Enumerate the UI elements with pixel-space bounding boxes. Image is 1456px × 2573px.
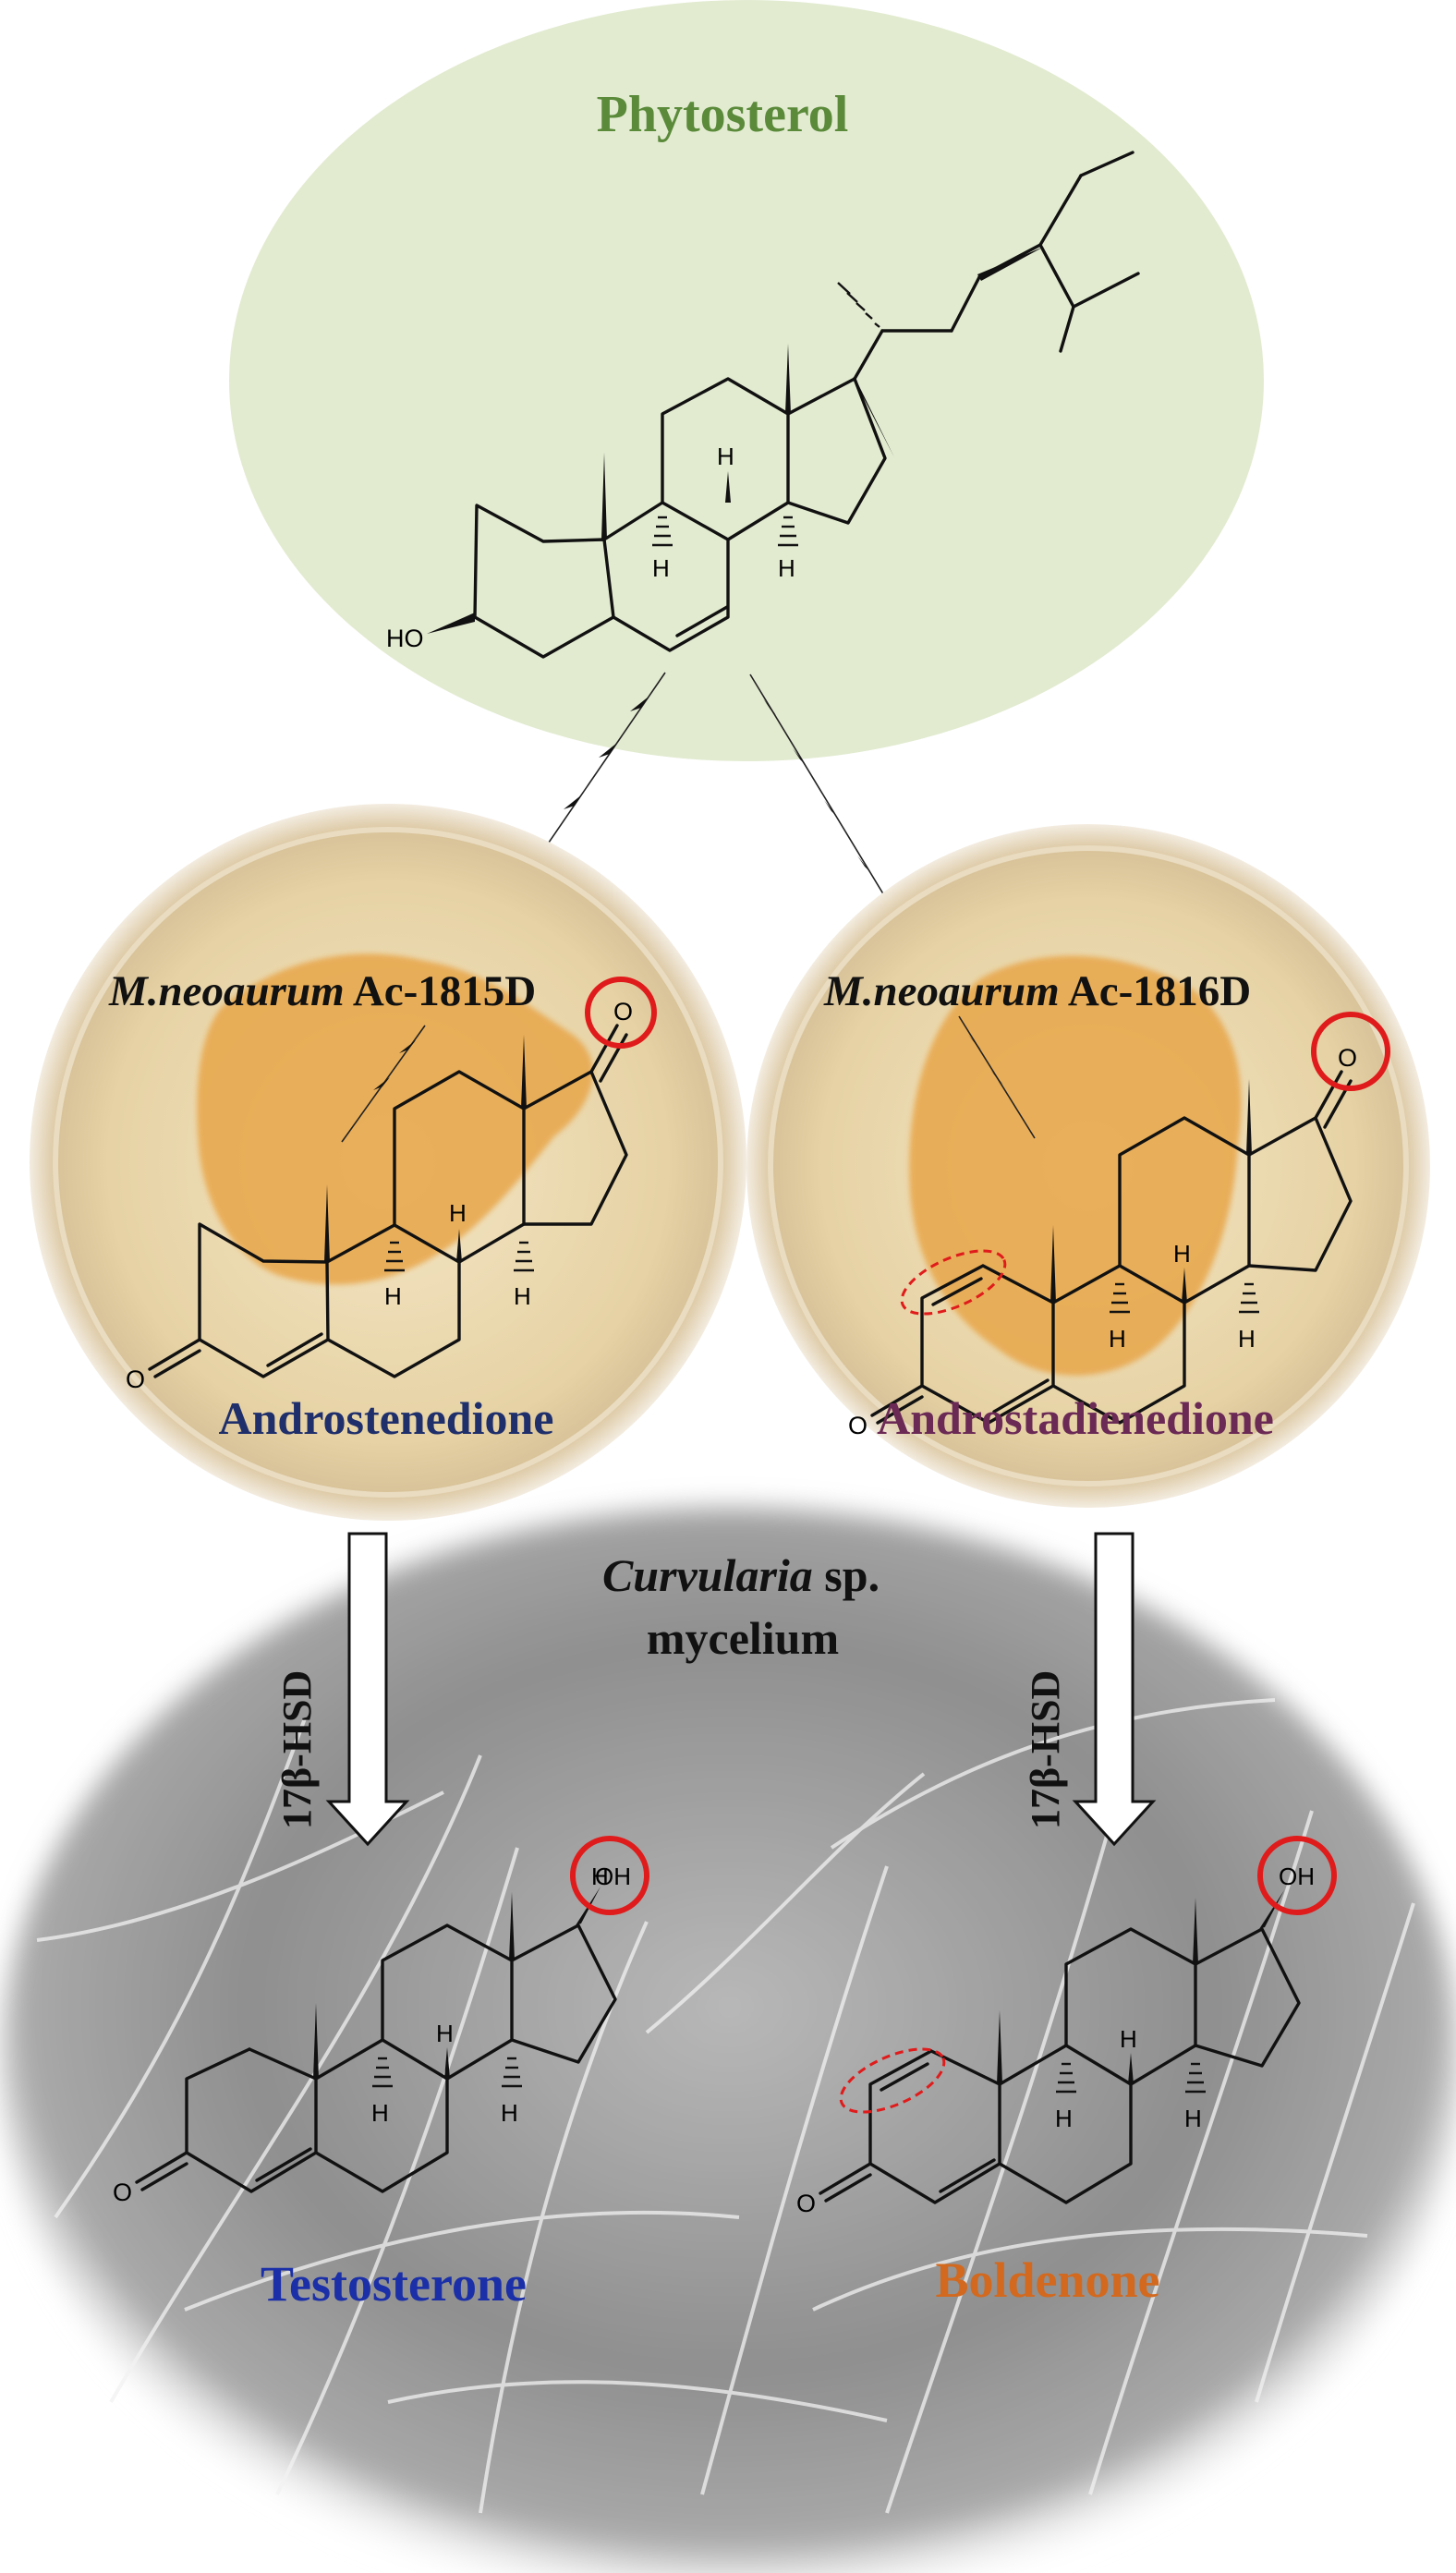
red-circle-highlight-icon — [1311, 1012, 1390, 1091]
svg-text:O: O — [113, 2179, 132, 2206]
strain-left-label: M.neoaurum Ac-1815D — [108, 967, 536, 1015]
svg-text:H: H — [591, 1863, 609, 1890]
svg-text:H: H — [384, 1282, 402, 1310]
boldenone-label: Boldenone — [935, 2252, 1159, 2308]
red-circle-highlight-icon — [1257, 1836, 1337, 1915]
fungus-label-line2: mycelium — [647, 1612, 839, 1664]
svg-text:H: H — [1109, 1325, 1126, 1353]
svg-text:O: O — [796, 2190, 816, 2217]
phytosterol-title: Phytosterol — [597, 86, 849, 143]
svg-text:H: H — [1238, 1325, 1256, 1353]
svg-text:H: H — [449, 1199, 467, 1227]
svg-text:H: H — [1055, 2105, 1073, 2132]
svg-text:O: O — [126, 1365, 145, 1393]
hollow-down-arrow-icon — [1072, 1532, 1157, 1847]
testosterone-label: Testosterone — [261, 2256, 527, 2312]
svg-text:H: H — [717, 443, 734, 470]
red-circle-highlight-icon — [585, 977, 657, 1049]
svg-text:H: H — [1173, 1240, 1191, 1268]
svg-text:O: O — [1338, 1044, 1357, 1072]
svg-text:O: O — [848, 1412, 868, 1439]
androstadienedione-label: Androstadienedione — [877, 1392, 1274, 1444]
svg-text:H: H — [1120, 2025, 1137, 2053]
enzyme-left-label: 17β-HSD — [274, 1670, 320, 1829]
hollow-down-arrow-icon — [325, 1532, 410, 1847]
svg-text:O: O — [613, 998, 633, 1026]
mycelium-background — [0, 1508, 1456, 2573]
svg-text:H: H — [371, 2099, 389, 2127]
petri-plate-left — [30, 804, 746, 1521]
svg-text:H: H — [1184, 2105, 1202, 2132]
boldenone-structure: O H H H — [796, 1890, 1301, 2217]
phytosterol-background — [229, 0, 1264, 761]
testosterone-hydroxyl: OH — [595, 1863, 631, 1890]
fungus-label-line1: Curvularia sp. — [602, 1549, 880, 1601]
svg-text:H: H — [514, 1282, 531, 1310]
red-circle-highlight-icon — [570, 1836, 649, 1915]
svg-text:H: H — [778, 554, 795, 582]
dashed-ellipse-highlight-icon — [900, 1249, 1007, 1316]
multistep-arrow-icon — [341, 1025, 426, 1143]
androstenedione-structure: O O H H H — [126, 998, 633, 1393]
androstenedione-label: Androstenedione — [218, 1392, 553, 1444]
svg-text:H: H — [436, 2020, 454, 2047]
dashed-ellipse-highlight-icon — [839, 2047, 946, 2114]
svg-text:HO: HO — [386, 625, 424, 652]
strain-right-label: M.neoaurum Ac-1816D — [823, 967, 1251, 1015]
boldenone-hydroxyl: OH — [1279, 1863, 1315, 1890]
multistep-arrow-icon — [958, 1015, 1036, 1139]
svg-text:H: H — [652, 554, 670, 582]
phytosterol-structure: HO H H H — [386, 151, 1140, 659]
enzyme-right-label: 17β-HSD — [1023, 1670, 1068, 1829]
svg-text:H: H — [501, 2099, 518, 2127]
